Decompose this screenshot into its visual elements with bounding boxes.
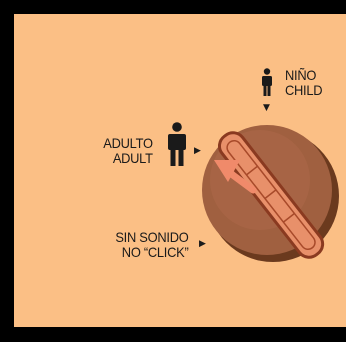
mute-pointer-icon: ▶	[199, 239, 206, 249]
person-large-icon	[168, 122, 186, 166]
adult-pointer-icon: ▶	[194, 146, 201, 156]
adult-position-label: ADULTO ADULT	[103, 135, 154, 166]
adult-label-es: ADULTO	[103, 135, 154, 151]
child-pointer-icon: ▼	[263, 103, 270, 113]
mute-position-label: SIN SONIDO NO “CLICK”	[115, 230, 188, 260]
person-small-icon	[262, 68, 272, 96]
child-label-en: CHILD	[285, 82, 323, 98]
mute-label-en: NO “CLICK”	[121, 244, 188, 260]
dial-arrow-icon	[214, 160, 257, 194]
mute-label-es: SIN SONIDO	[114, 229, 188, 245]
dial-knob[interactable]	[215, 128, 328, 262]
child-position-label: NIÑO CHILD	[285, 67, 323, 98]
child-label-es: NIÑO	[285, 67, 317, 83]
adult-label-en: ADULT	[113, 150, 153, 166]
